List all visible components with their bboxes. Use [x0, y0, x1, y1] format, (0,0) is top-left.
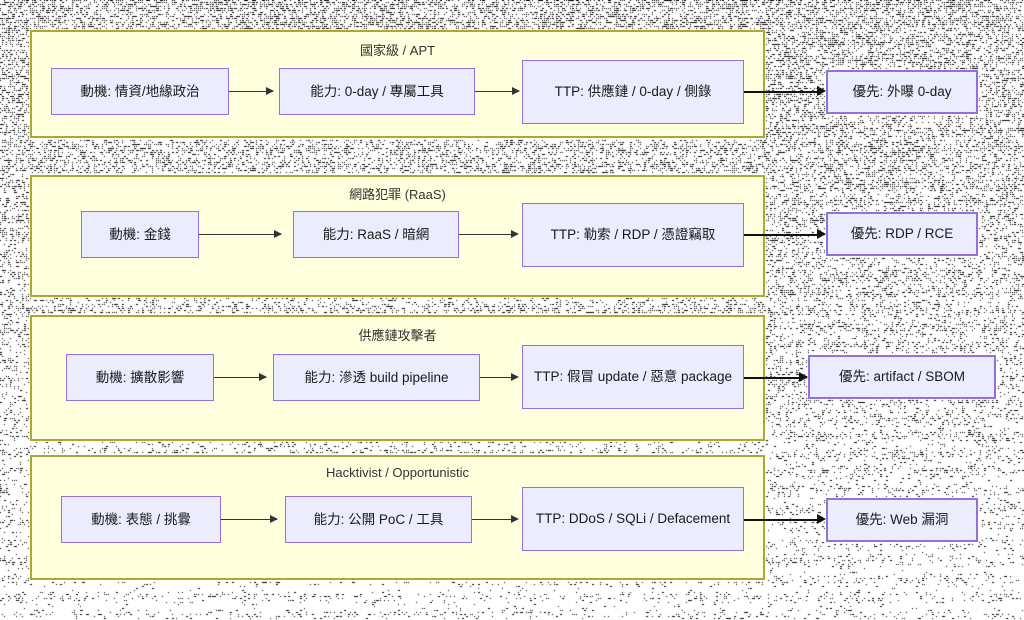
arrowhead-hacktivist-motive-to-capability — [270, 515, 278, 523]
edge-cybercrime-ttp-to-priority — [744, 234, 822, 236]
node-nation-state-priority[interactable]: 優先: 外曝 0-day — [826, 70, 978, 114]
node-hacktivist-ttp[interactable]: TTP: DDoS / SQLi / Defacement — [522, 487, 744, 551]
node-nation-state-capability[interactable]: 能力: 0-day / 專屬工具 — [279, 68, 475, 115]
arrowhead-supply-chain-capability-to-ttp — [511, 373, 519, 381]
arrowhead-supply-chain-ttp-to-priority — [799, 372, 808, 382]
arrowhead-cybercrime-capability-to-ttp — [511, 230, 519, 238]
node-supply-chain-motive[interactable]: 動機: 擴散影響 — [66, 354, 214, 401]
arrowhead-nation-state-ttp-to-priority — [817, 86, 826, 96]
edge-cybercrime-motive-to-capability — [199, 234, 281, 235]
node-hacktivist-priority[interactable]: 優先: Web 漏洞 — [826, 498, 978, 542]
arrowhead-nation-state-capability-to-ttp — [512, 87, 520, 95]
cluster-title-nation-state: 國家級 / APT — [359, 43, 436, 58]
cluster-title-cybercrime: 網路犯罪 (RaaS) — [349, 187, 446, 202]
node-cybercrime-motive[interactable]: 動機: 金錢 — [81, 211, 199, 258]
arrowhead-hacktivist-capability-to-ttp — [511, 515, 519, 523]
cluster-title-hacktivist: Hacktivist / Opportunistic — [325, 465, 470, 480]
arrowhead-hacktivist-ttp-to-priority — [817, 514, 826, 524]
edge-hacktivist-capability-to-ttp — [472, 519, 516, 520]
arrowhead-supply-chain-motive-to-capability — [259, 373, 267, 381]
node-hacktivist-motive[interactable]: 動機: 表態 / 挑釁 — [61, 496, 221, 543]
node-nation-state-motive[interactable]: 動機: 情資/地緣政治 — [51, 68, 229, 115]
node-cybercrime-ttp[interactable]: TTP: 勒索 / RDP / 憑證竊取 — [522, 203, 744, 267]
node-nation-state-ttp[interactable]: TTP: 供應鏈 / 0-day / 側錄 — [522, 60, 744, 124]
node-supply-chain-priority[interactable]: 優先: artifact / SBOM — [808, 355, 996, 399]
arrowhead-cybercrime-ttp-to-priority — [817, 229, 826, 239]
node-cybercrime-capability[interactable]: 能力: RaaS / 暗網 — [293, 211, 459, 258]
node-supply-chain-ttp[interactable]: TTP: 假冒 update / 惡意 package — [522, 345, 744, 409]
node-hacktivist-capability[interactable]: 能力: 公開 PoC / 工具 — [285, 496, 472, 543]
edge-cybercrime-capability-to-ttp — [459, 234, 516, 235]
cluster-title-supply-chain: 供應鏈攻擊者 — [358, 328, 437, 343]
node-supply-chain-capability[interactable]: 能力: 滲透 build pipeline — [273, 354, 480, 401]
node-cybercrime-priority[interactable]: 優先: RDP / RCE — [826, 212, 978, 256]
edge-hacktivist-ttp-to-priority — [744, 519, 822, 521]
arrowhead-nation-state-motive-to-capability — [266, 87, 274, 95]
edge-supply-chain-ttp-to-priority — [744, 377, 804, 379]
arrowhead-cybercrime-motive-to-capability — [274, 230, 282, 238]
edge-hacktivist-motive-to-capability — [221, 519, 277, 520]
edge-nation-state-ttp-to-priority — [744, 91, 822, 93]
